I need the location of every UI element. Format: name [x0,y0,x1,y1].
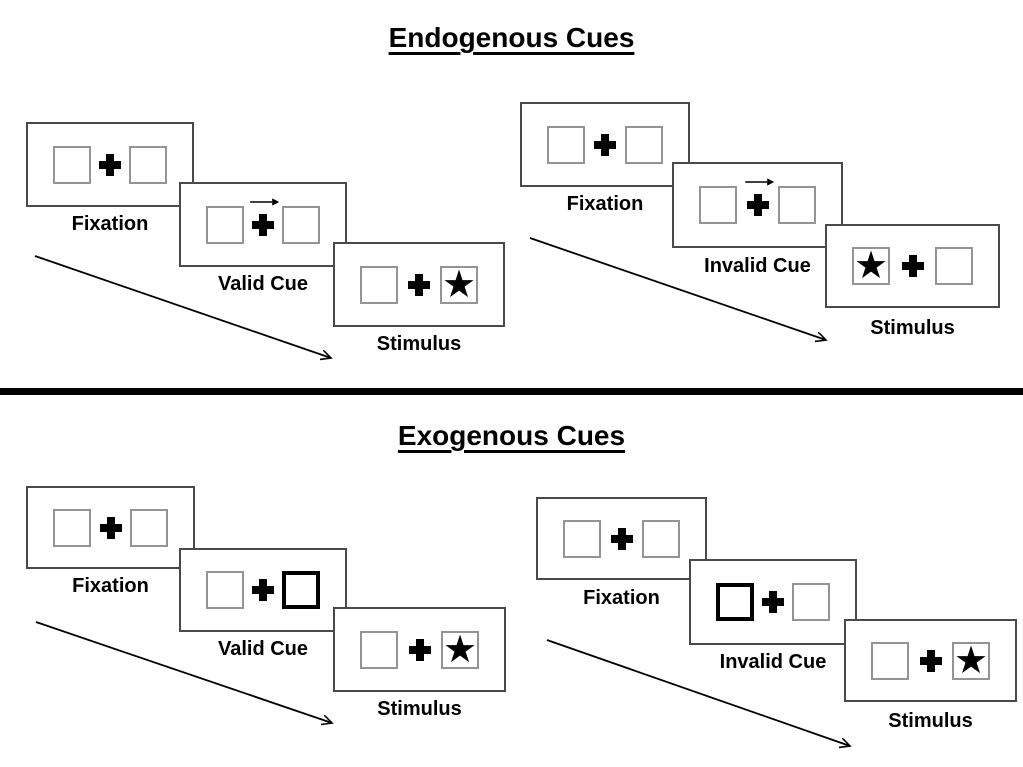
section-divider [0,388,1023,395]
cue-right-arrow-icon [250,197,280,206]
panel-label: Valid Cue [217,638,309,660]
panel-label: Fixation [566,193,644,215]
fixation-cross-icon [919,649,942,672]
panel-label: Fixation [72,575,149,597]
endo-invalid-fixation-panel [520,102,690,187]
exo-invalid-sequence-arrow [546,639,860,756]
left-placeholder-box [871,641,909,680]
left-placeholder-box [547,125,585,164]
endo-invalid-sequence-arrow [529,237,840,348]
endo-valid-fixation-panel [26,122,194,207]
fixation-cross-icon [408,638,431,661]
left-placeholder-box [360,265,398,304]
right-placeholder-box [792,583,830,621]
panel-label: Stimulus [376,333,462,355]
fixation-cross-icon [744,178,774,216]
panel-label: Invalid Cue [704,255,811,277]
panel-label: Stimulus [888,710,973,732]
left-placeholder-box [360,630,398,669]
left-placeholder-box [699,186,737,224]
star-icon: ★ [853,243,889,287]
panel-label: Fixation [71,213,149,235]
exo-invalid-stimulus-panel: ★ [844,619,1017,702]
fixation-cross-icon [762,591,784,613]
left-placeholder-box [206,205,244,244]
endo-invalid-cue-panel [672,162,843,248]
endo-valid-cue-panel [179,182,347,267]
right-placeholder-box [642,519,680,558]
fixation-cross-icon [610,527,633,550]
exo-valid-stimulus-panel: ★ [333,607,506,692]
right-target-box: ★ [441,626,479,671]
right-placeholder-box [130,508,168,547]
right-cue-highlight-box [282,571,320,609]
left-target-box: ★ [852,243,890,287]
exo-valid-fixation-panel [26,486,195,569]
panel-label: Stimulus [870,317,955,339]
panel-label: Invalid Cue [719,651,827,673]
star-icon: ★ [442,626,478,671]
left-cue-highlight-box [716,583,754,621]
right-placeholder-box [778,186,816,224]
fixation-cross-icon [252,579,274,601]
star-icon: ★ [441,261,477,306]
section-title-exogenous: Exogenous Cues [397,420,626,451]
exo-invalid-cue-panel [689,559,857,645]
endo-valid-stimulus-panel: ★ [333,242,505,327]
right-placeholder-box [282,205,320,244]
fixation-cross-icon [99,516,122,539]
right-target-box: ★ [952,637,990,682]
fixation-cross-icon [408,273,430,296]
right-placeholder-box [625,125,663,164]
endo-invalid-stimulus-panel: ★ [825,224,1000,308]
fixation-cross-icon [594,133,616,156]
panel-label: Fixation [583,587,660,609]
left-placeholder-box [206,571,244,609]
panel-label: Valid Cue [217,273,309,295]
panel-label: Stimulus [377,698,462,720]
right-placeholder-box [935,247,973,285]
endo-valid-sequence-arrow [34,255,345,366]
left-placeholder-box [53,145,91,184]
fixation-cross-icon [99,153,121,176]
fixation-cross-icon [901,255,924,277]
cue-right-arrow-icon [744,178,774,186]
exo-valid-cue-panel [179,548,347,632]
star-icon: ★ [953,637,989,682]
left-placeholder-box [53,508,91,547]
exo-valid-sequence-arrow [35,621,345,731]
section-title-endogenous: Endogenous Cues [388,22,635,53]
left-placeholder-box [563,519,601,558]
right-target-box: ★ [440,261,478,306]
fixation-cross-icon [250,197,280,236]
right-placeholder-box [129,145,167,184]
exo-invalid-fixation-panel [536,497,707,580]
